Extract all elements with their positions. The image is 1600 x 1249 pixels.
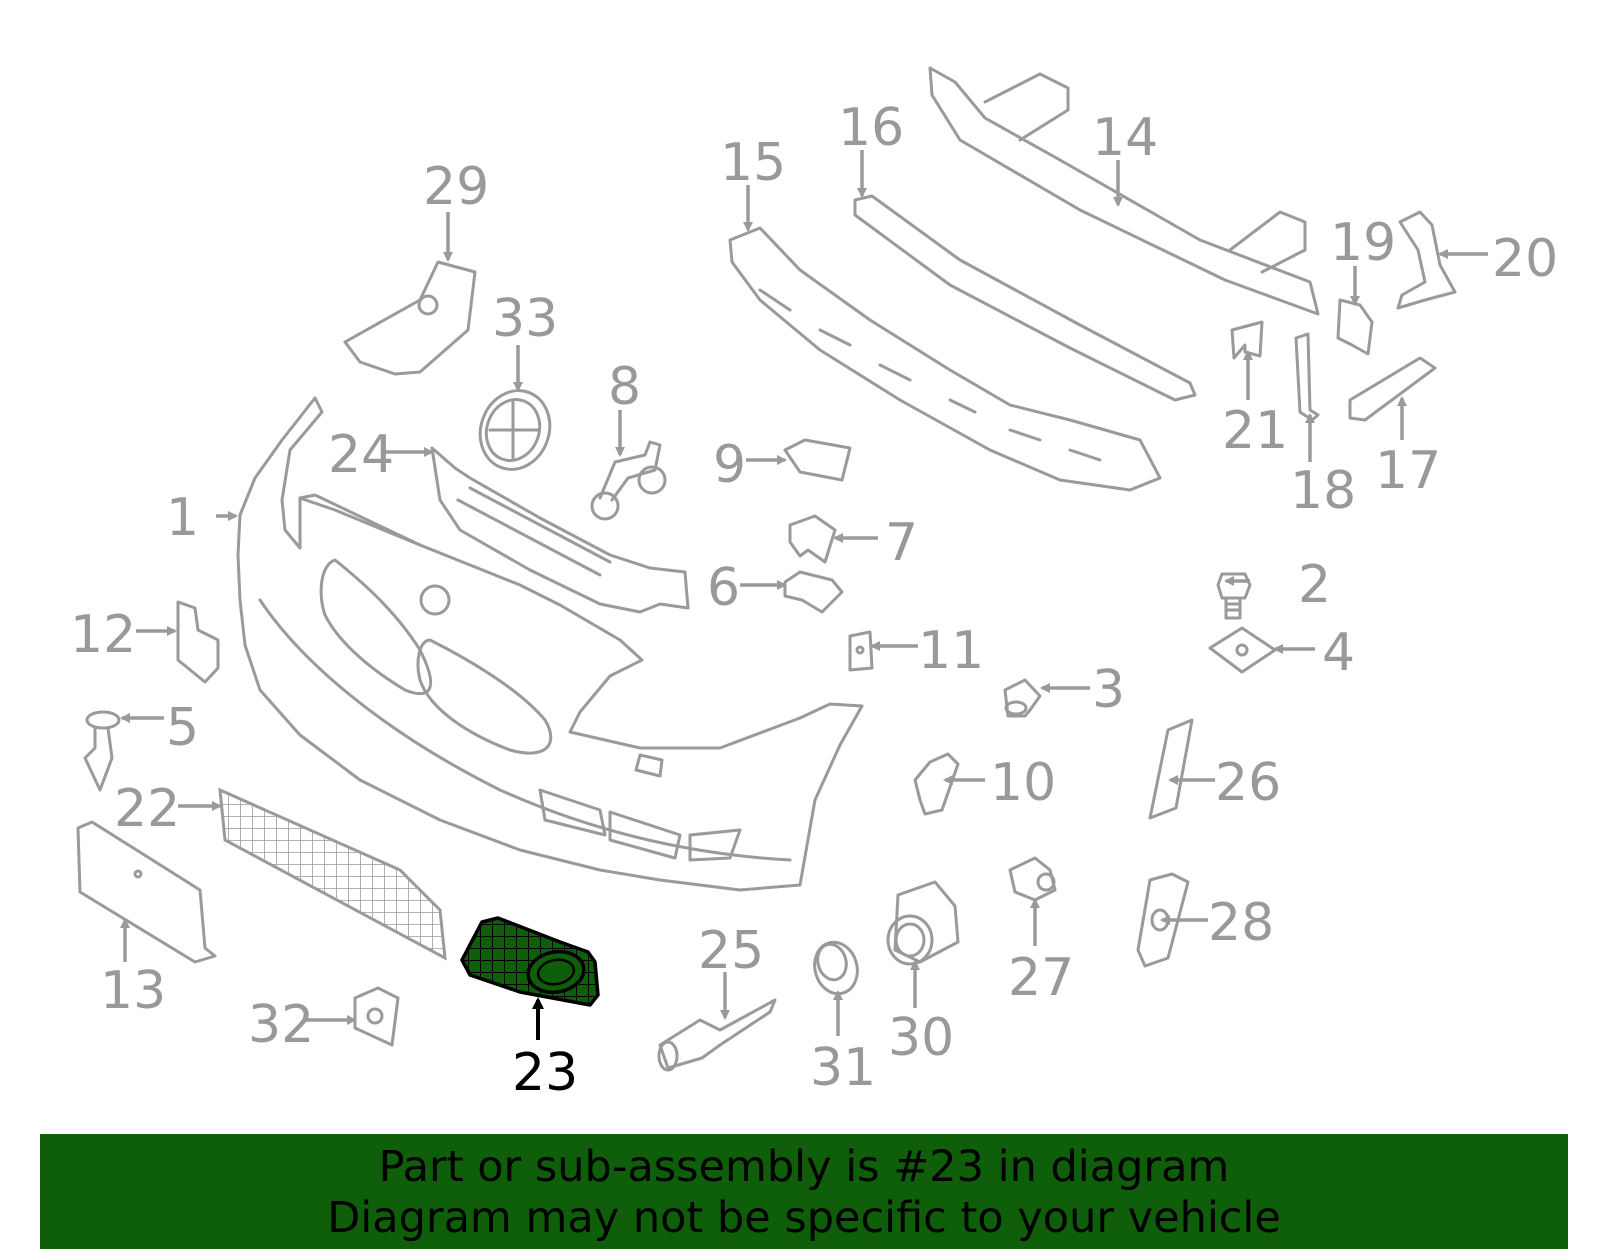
callout-6: 6 — [707, 558, 740, 618]
part-31-cap — [813, 940, 859, 996]
part-20-bracket — [1396, 210, 1457, 310]
callout-1: 1 — [166, 488, 199, 548]
part-1-bumper-cover — [236, 396, 864, 892]
callout-12: 12 — [70, 605, 136, 665]
part-32-bracket — [353, 986, 400, 1047]
callout-9: 9 — [713, 435, 746, 495]
callout-27: 27 — [1008, 948, 1074, 1008]
callout-22: 22 — [114, 779, 180, 839]
callout-17: 17 — [1375, 441, 1441, 501]
callout-3: 3 — [1092, 660, 1125, 720]
callout-2: 2 — [1298, 555, 1331, 615]
part-19-bracket — [1336, 298, 1374, 356]
part-6-clip — [783, 570, 844, 614]
callout-30: 30 — [888, 1008, 954, 1068]
part-30-park-sensor — [886, 880, 960, 966]
callout-31: 31 — [810, 1038, 876, 1098]
callout-19: 19 — [1330, 213, 1396, 273]
part-3-nut — [1003, 678, 1042, 718]
part-4-clip-nut — [1208, 626, 1277, 674]
part-10-bracket — [913, 752, 960, 816]
callout-16: 16 — [838, 98, 904, 158]
part-22-lower-grille — [218, 787, 447, 961]
part-16-strip — [853, 194, 1197, 402]
part-2-bolt — [1216, 572, 1252, 620]
banner-line-2: Diagram may not be specific to your vehi… — [327, 1193, 1281, 1243]
part-11-clip — [848, 630, 874, 672]
part-12-bracket — [176, 600, 220, 684]
callout-10: 10 — [990, 753, 1056, 813]
part-27-sensor-holder — [1008, 856, 1057, 902]
part-8-bracket — [590, 440, 667, 521]
part-26-trim — [1148, 718, 1194, 820]
callout-14: 14 — [1092, 108, 1158, 168]
callout-18: 18 — [1290, 461, 1356, 521]
callout-5: 5 — [166, 698, 199, 758]
part-23-fog-lamp-grille-highlighted[interactable] — [460, 916, 600, 1007]
callout-20: 20 — [1492, 229, 1558, 289]
callout-29: 29 — [423, 157, 489, 217]
part-14-bumper-carrier — [928, 66, 1320, 316]
part-9-cap — [783, 438, 852, 482]
callout-24: 24 — [328, 425, 394, 485]
callout-8: 8 — [608, 357, 641, 417]
callout-33: 33 — [492, 289, 558, 349]
callout-26: 26 — [1215, 753, 1281, 813]
part-17-block — [1348, 356, 1437, 422]
callout-11: 11 — [918, 621, 984, 681]
callout-25: 25 — [698, 921, 764, 981]
callout-32: 32 — [248, 995, 314, 1055]
part-25-sensor — [657, 998, 777, 1072]
callout-23-highlighted: 23 — [512, 1043, 578, 1103]
part-7-clip — [788, 514, 837, 564]
callout-arrows — [120, 150, 1488, 1040]
callout-13: 13 — [100, 961, 166, 1021]
part-15-energy-absorber — [728, 226, 1162, 492]
callout-labels: 1 2 3 4 5 6 7 8 9 10 11 12 13 14 15 16 1… — [70, 98, 1558, 1103]
part-18-bracket — [1294, 332, 1320, 422]
part-5-push-clip — [83, 710, 121, 792]
callout-21: 21 — [1222, 401, 1288, 461]
part-29-air-duct — [343, 260, 477, 376]
banner-line-1: Part or sub-assembly is #23 in diagram — [378, 1142, 1230, 1192]
part-13-plate-base — [76, 820, 217, 964]
callout-4: 4 — [1322, 623, 1355, 683]
part-24-grille-frame — [430, 446, 690, 614]
callout-28: 28 — [1208, 893, 1274, 953]
callout-7: 7 — [885, 513, 918, 573]
part-33-emblem — [478, 389, 552, 471]
info-banner: Part or sub-assembly is #23 in diagram D… — [40, 1134, 1568, 1249]
callout-15: 15 — [720, 133, 786, 193]
